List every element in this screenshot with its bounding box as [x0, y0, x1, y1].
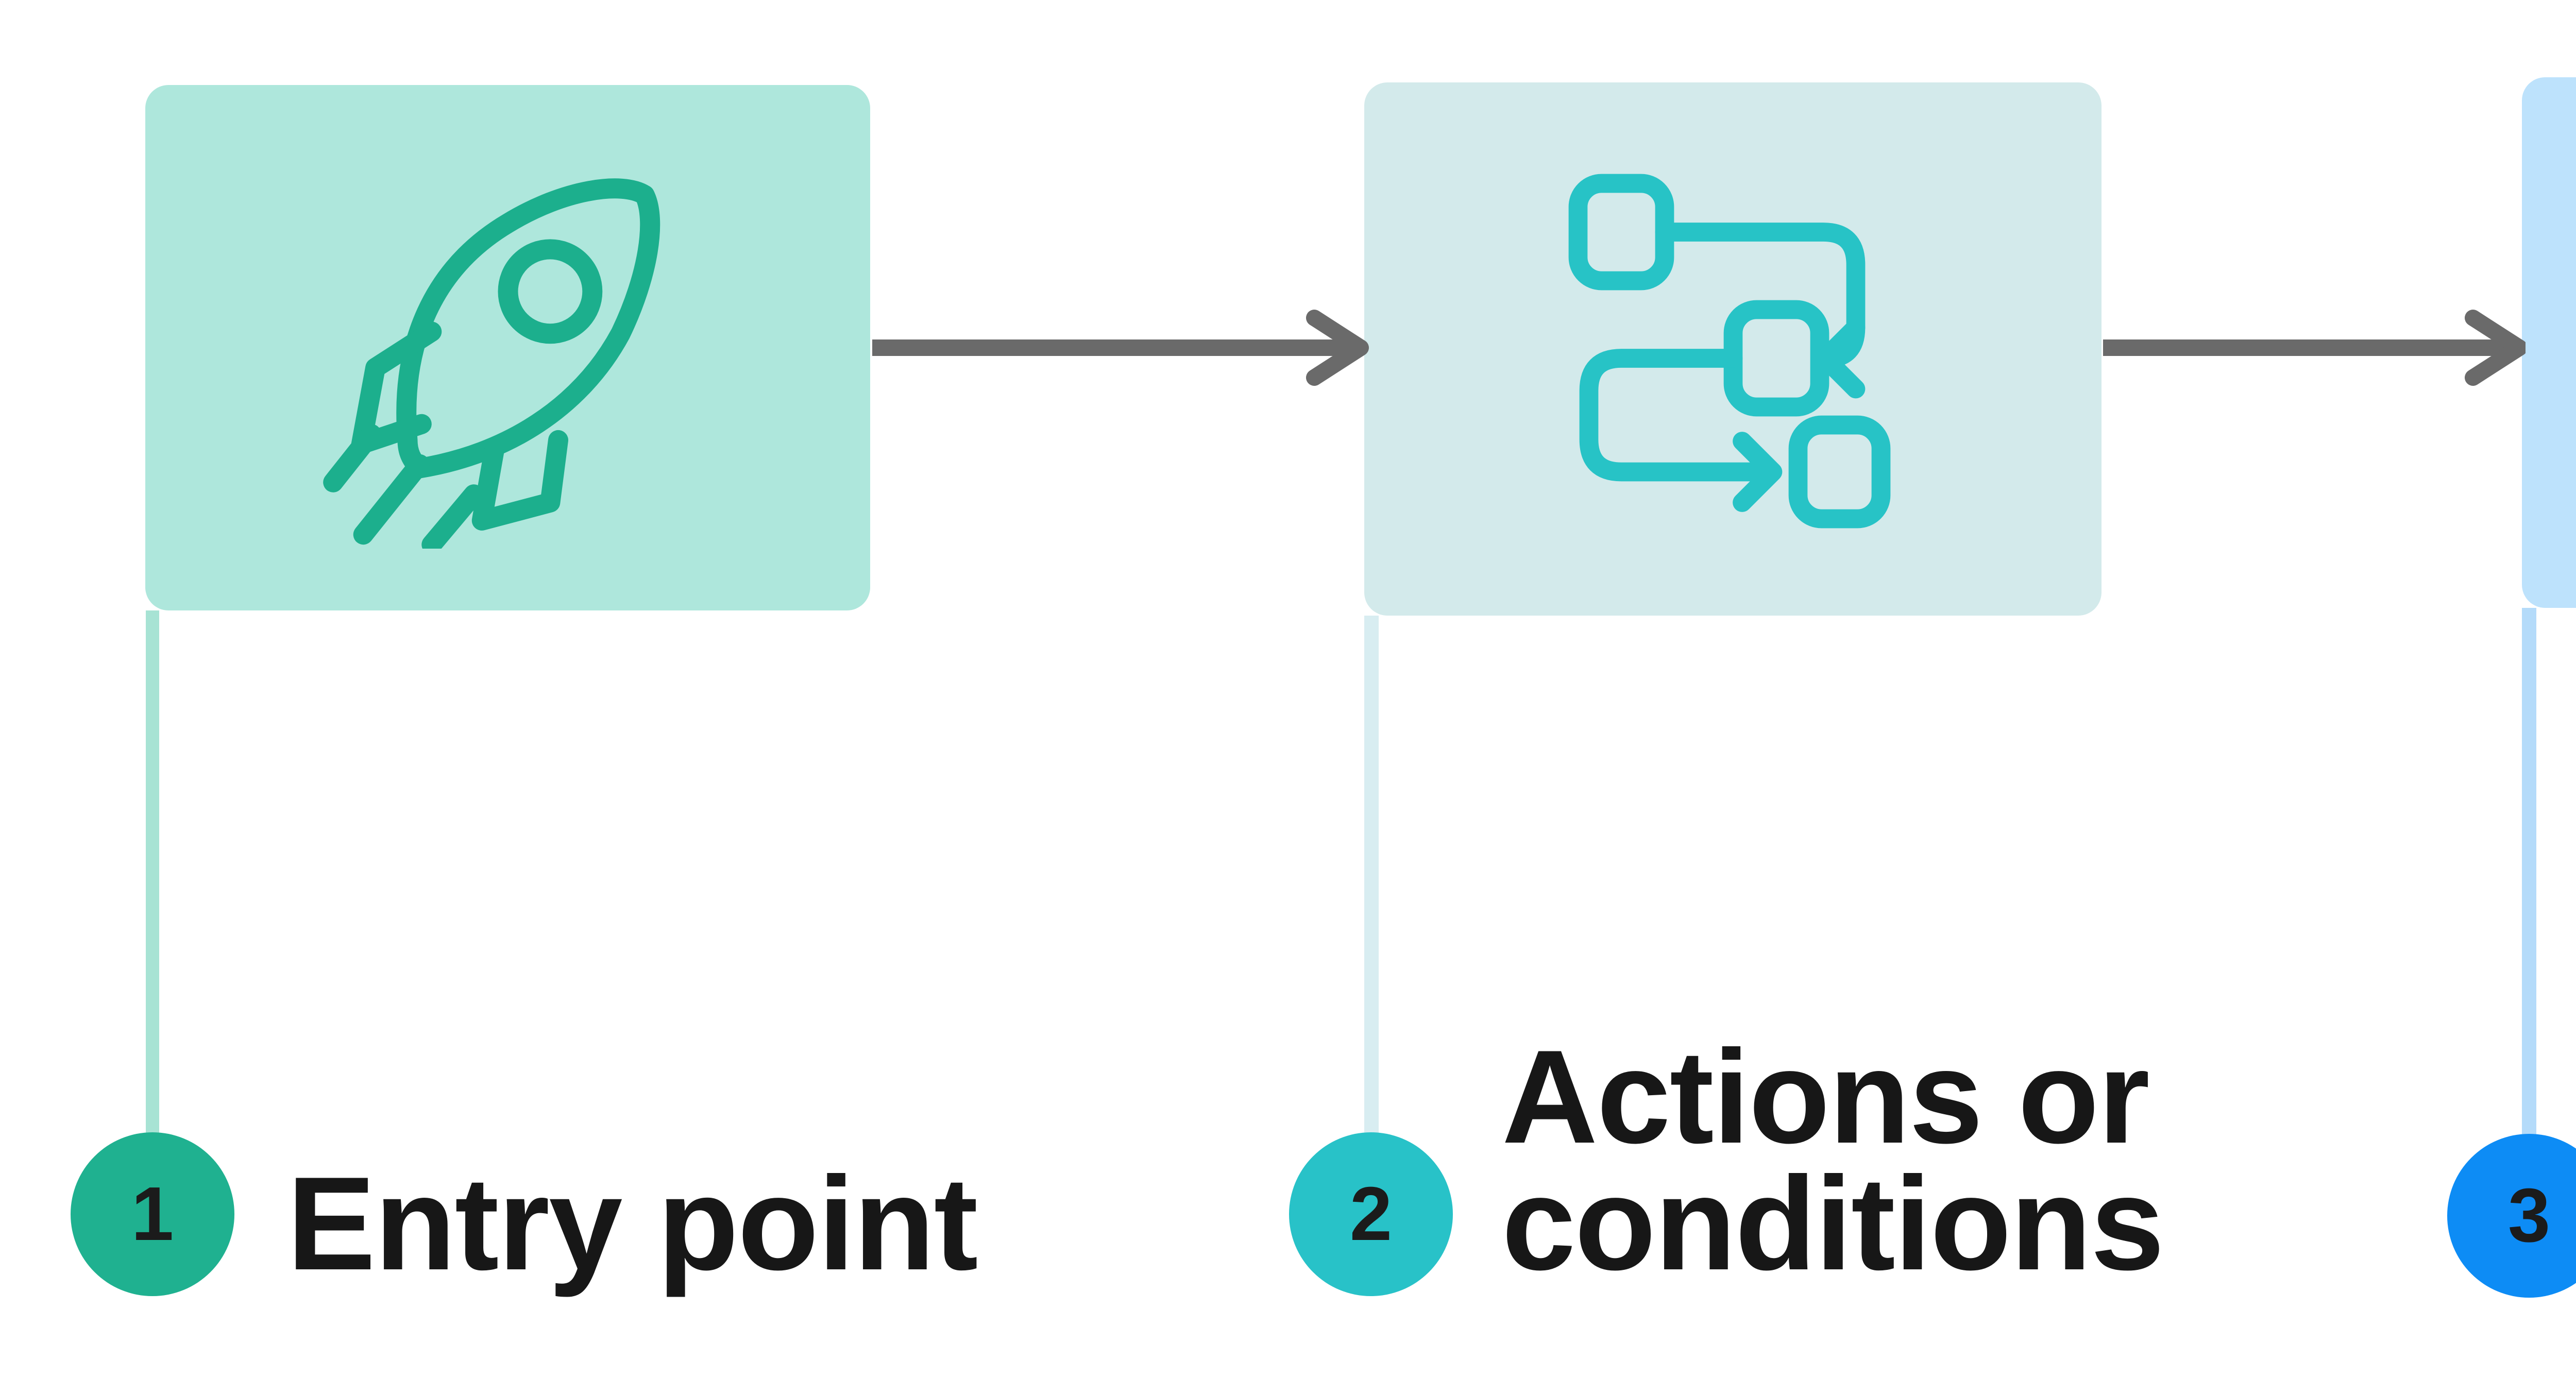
step-3-number: 3 [2507, 1173, 2551, 1258]
step-2-label-line-2: conditions [1502, 1149, 2164, 1298]
step-2-number: 2 [1349, 1171, 1393, 1256]
rocket-icon [323, 178, 660, 549]
step-1-number: 1 [131, 1171, 174, 1256]
entry-point-box [145, 85, 870, 610]
connector-line-2 [1364, 616, 1379, 1138]
arrow-1-icon [872, 310, 1369, 386]
connector-line-3 [2522, 608, 2536, 1140]
step-1-label: Entry point [287, 1149, 978, 1298]
step-1-badge: 1 [71, 1132, 234, 1296]
step-2-badge: 2 [1289, 1132, 1453, 1296]
step-2-label: Actions or conditions [1502, 1022, 2164, 1298]
actions-conditions-box [1364, 82, 2102, 616]
workflow-icon [1568, 174, 1890, 528]
arrow-2-icon [2103, 310, 2526, 386]
connector-line-1 [146, 610, 159, 1138]
exit-restart-box [2522, 77, 2576, 608]
step-1-label-line-1: Entry point [287, 1149, 978, 1298]
step-3-badge: 3 [2447, 1134, 2576, 1298]
step-2-label-line-1: Actions or [1502, 1022, 2150, 1171]
